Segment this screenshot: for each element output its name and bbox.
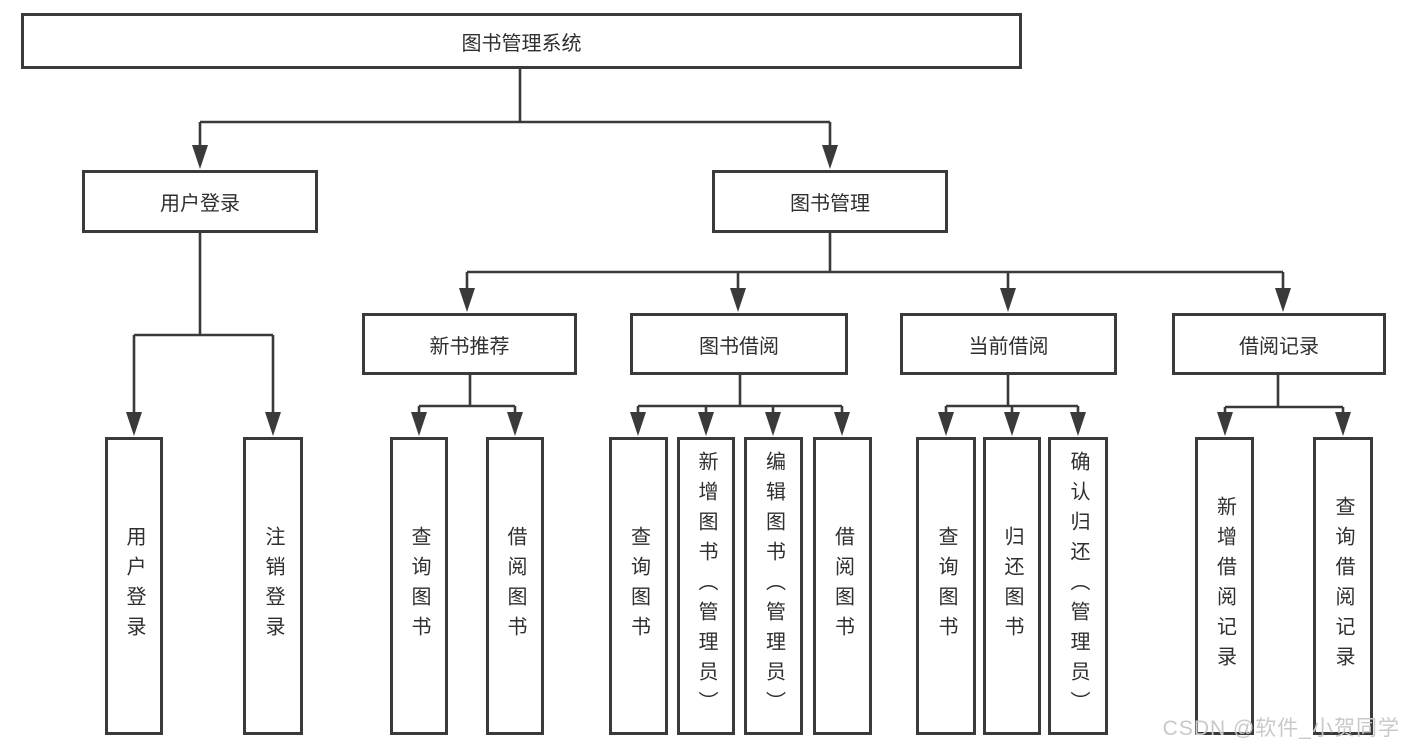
leaf-borrow-books-recommend: 借阅图书: [486, 437, 544, 735]
leaf-edit-books-admin-label: 编辑图书（管理员）: [762, 451, 785, 721]
leaf-borrow-books-recommend-label: 借阅图书: [504, 526, 526, 646]
leaf-query-borrow-record-label: 查询借阅记录: [1332, 496, 1354, 676]
leaf-add-books-admin-label: 新增图书（管理员）: [695, 451, 717, 721]
csdn-watermark: CSDN @软件_小贺同学: [1162, 717, 1400, 740]
node-book-borrowing: 图书借阅: [630, 313, 848, 375]
node-book-management: 图书管理: [712, 170, 948, 233]
leaf-query-books-current-label: 查询图书: [935, 526, 957, 646]
leaf-logout-label: 注销登录: [262, 526, 284, 646]
node-root: 图书管理系统: [21, 13, 1022, 69]
node-new-book-recommend: 新书推荐: [362, 313, 577, 375]
leaf-query-borrow-record: 查询借阅记录: [1313, 437, 1373, 735]
node-current-borrowing-label: 当前借阅: [968, 335, 1049, 358]
leaf-user-login-label: 用户登录: [123, 526, 145, 646]
leaf-add-borrow-record-label: 新增借阅记录: [1213, 496, 1236, 676]
leaf-return-books: 归还图书: [983, 437, 1041, 735]
leaf-return-books-label: 归还图书: [1001, 526, 1023, 646]
leaf-query-books-borrow-label: 查询图书: [627, 526, 650, 646]
leaf-add-books-admin: 新增图书（管理员）: [677, 437, 735, 735]
leaf-confirm-return-admin-label: 确认归还（管理员）: [1067, 451, 1089, 721]
node-user-login: 用户登录: [82, 170, 318, 233]
leaf-query-books-current: 查询图书: [916, 437, 976, 735]
leaf-confirm-return-admin: 确认归还（管理员）: [1048, 437, 1108, 735]
leaf-edit-books-admin: 编辑图书（管理员）: [744, 437, 803, 735]
leaf-query-books-recommend: 查询图书: [390, 437, 448, 735]
node-new-book-recommend-label: 新书推荐: [429, 335, 510, 358]
node-book-borrowing-label: 图书借阅: [699, 335, 779, 358]
node-book-management-label: 图书管理: [790, 193, 870, 215]
leaf-user-login: 用户登录: [105, 437, 163, 735]
leaf-logout: 注销登录: [243, 437, 303, 735]
leaf-query-books-recommend-label: 查询图书: [408, 526, 430, 646]
node-root-label: 图书管理系统: [461, 32, 582, 55]
leaf-query-books-borrow: 查询图书: [609, 437, 668, 735]
node-user-login-label: 用户登录: [160, 193, 240, 215]
leaf-borrow-books: 借阅图书: [813, 437, 872, 735]
node-borrowing-records: 借阅记录: [1172, 313, 1386, 375]
node-current-borrowing: 当前借阅: [900, 313, 1117, 375]
node-borrowing-records-label: 借阅记录: [1239, 335, 1319, 358]
leaf-borrow-books-label: 借阅图书: [831, 526, 854, 646]
leaf-add-borrow-record: 新增借阅记录: [1195, 437, 1254, 735]
